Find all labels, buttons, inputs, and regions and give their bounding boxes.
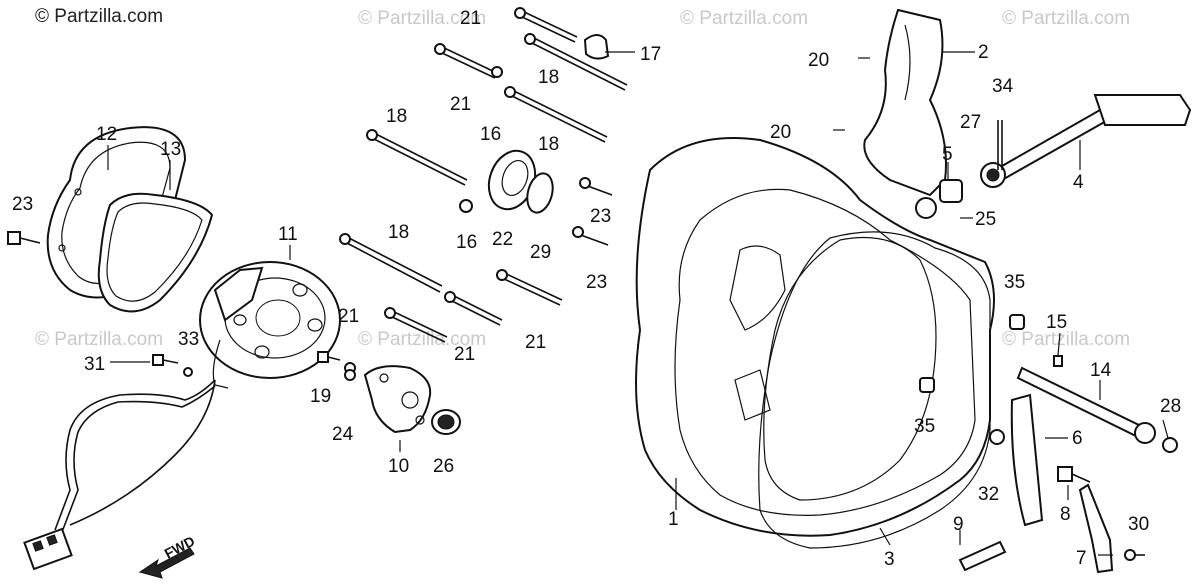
callout-13: 13 — [160, 139, 181, 160]
part-9-pin — [958, 540, 1007, 572]
callout-3: 3 — [884, 549, 895, 570]
part-14-shaft — [1016, 366, 1156, 444]
callout-23-b: 23 — [590, 206, 611, 227]
callout-17: 17 — [640, 44, 661, 65]
callout-21-e: 21 — [525, 332, 546, 353]
callout-1: 1 — [668, 509, 679, 530]
part-26-oil-seal — [431, 409, 461, 435]
callout-34: 34 — [992, 76, 1014, 97]
part-6-plate — [1010, 393, 1044, 527]
callout-21-c: 21 — [338, 306, 359, 327]
part-13-gasket — [97, 192, 214, 313]
watermark: © Partzilla.com — [680, 8, 808, 29]
callout-11: 11 — [278, 224, 298, 245]
callout-18-a: 18 — [538, 67, 559, 88]
callout-7: 7 — [1076, 548, 1087, 569]
part-17-clamp — [583, 34, 610, 60]
callout-23-c: 23 — [586, 272, 607, 293]
callout-26: 26 — [433, 456, 454, 477]
callout-16-upper: 16 — [480, 124, 501, 145]
callout-21-a: 21 — [460, 8, 481, 29]
callout-15: 15 — [1046, 312, 1067, 333]
part-34-pin — [997, 120, 1003, 170]
part-1-crankcase-cover — [635, 137, 995, 537]
callout-10: 10 — [388, 456, 409, 477]
callout-24: 24 — [332, 424, 354, 445]
callout-4: 4 — [1073, 172, 1084, 193]
callout-18-b: 18 — [538, 134, 559, 155]
forward-direction-indicator: FWD — [138, 533, 197, 579]
part-25-washer — [915, 197, 937, 219]
callout-2: 2 — [978, 42, 989, 63]
callout-23-a: 23 — [12, 194, 33, 215]
watermark: © Partzilla.com — [1002, 8, 1130, 29]
callout-31: 31 — [84, 354, 105, 375]
watermark: © Partzilla.com — [1002, 329, 1130, 350]
callout-21-b: 21 — [450, 94, 471, 115]
callout-35-a: 35 — [1004, 272, 1025, 293]
watermark: © Partzilla.com — [358, 8, 486, 29]
callout-32: 32 — [978, 484, 999, 505]
watermark-top-left: © Partzilla.com — [35, 6, 163, 27]
part-11-stator — [199, 261, 341, 389]
callout-18-d: 18 — [388, 222, 409, 243]
watermark: © Partzilla.com — [358, 329, 486, 350]
part-2-guard — [863, 8, 947, 197]
callout-8: 8 — [1060, 504, 1071, 525]
part-30-bolt — [1124, 549, 1145, 561]
callout-14: 14 — [1090, 360, 1112, 381]
callout-35-b: 35 — [914, 416, 935, 437]
callout-18-c: 18 — [386, 106, 407, 127]
part-35-dowels — [919, 314, 1025, 393]
part-3-gasket — [758, 231, 991, 549]
wire-harness — [23, 379, 216, 571]
callout-21-d: 21 — [454, 344, 475, 365]
part-4-kick-arm — [980, 94, 1192, 188]
part-5-collar — [939, 179, 963, 203]
part-28-o-ring — [1162, 437, 1178, 453]
callout-27: 27 — [960, 112, 981, 133]
part-24-washer — [344, 369, 356, 381]
leader-lines — [107, 51, 1169, 556]
part-7-bracket — [1078, 483, 1114, 574]
callouts: 1 2 3 4 5 6 7 8 9 10 11 12 13 14 15 16 1… — [12, 8, 1181, 570]
callout-30: 30 — [1128, 514, 1149, 535]
bolts-short — [7, 7, 613, 377]
part-29-o-ring — [526, 172, 554, 214]
callout-9: 9 — [953, 514, 964, 535]
part-32-nut — [989, 429, 1005, 445]
callout-29: 29 — [530, 242, 551, 263]
callout-6: 6 — [1072, 428, 1083, 449]
bolts-18 — [339, 33, 628, 293]
callout-16-lower: 16 — [456, 232, 477, 253]
watermark: © Partzilla.com — [35, 329, 163, 350]
callout-28: 28 — [1160, 396, 1181, 417]
part-16-clips — [459, 66, 503, 213]
callout-12: 12 — [96, 124, 117, 145]
callout-33: 33 — [178, 329, 199, 350]
callout-22: 22 — [492, 229, 513, 250]
callout-19: 19 — [310, 386, 331, 407]
part-10-pulse-generator — [363, 365, 432, 434]
callout-20-b: 20 — [770, 122, 791, 143]
callout-20-a: 20 — [808, 50, 829, 71]
part-15 — [1053, 355, 1063, 367]
part-8-bolt — [1057, 466, 1091, 483]
callout-25: 25 — [975, 209, 996, 230]
callout-5: 5 — [942, 144, 953, 165]
